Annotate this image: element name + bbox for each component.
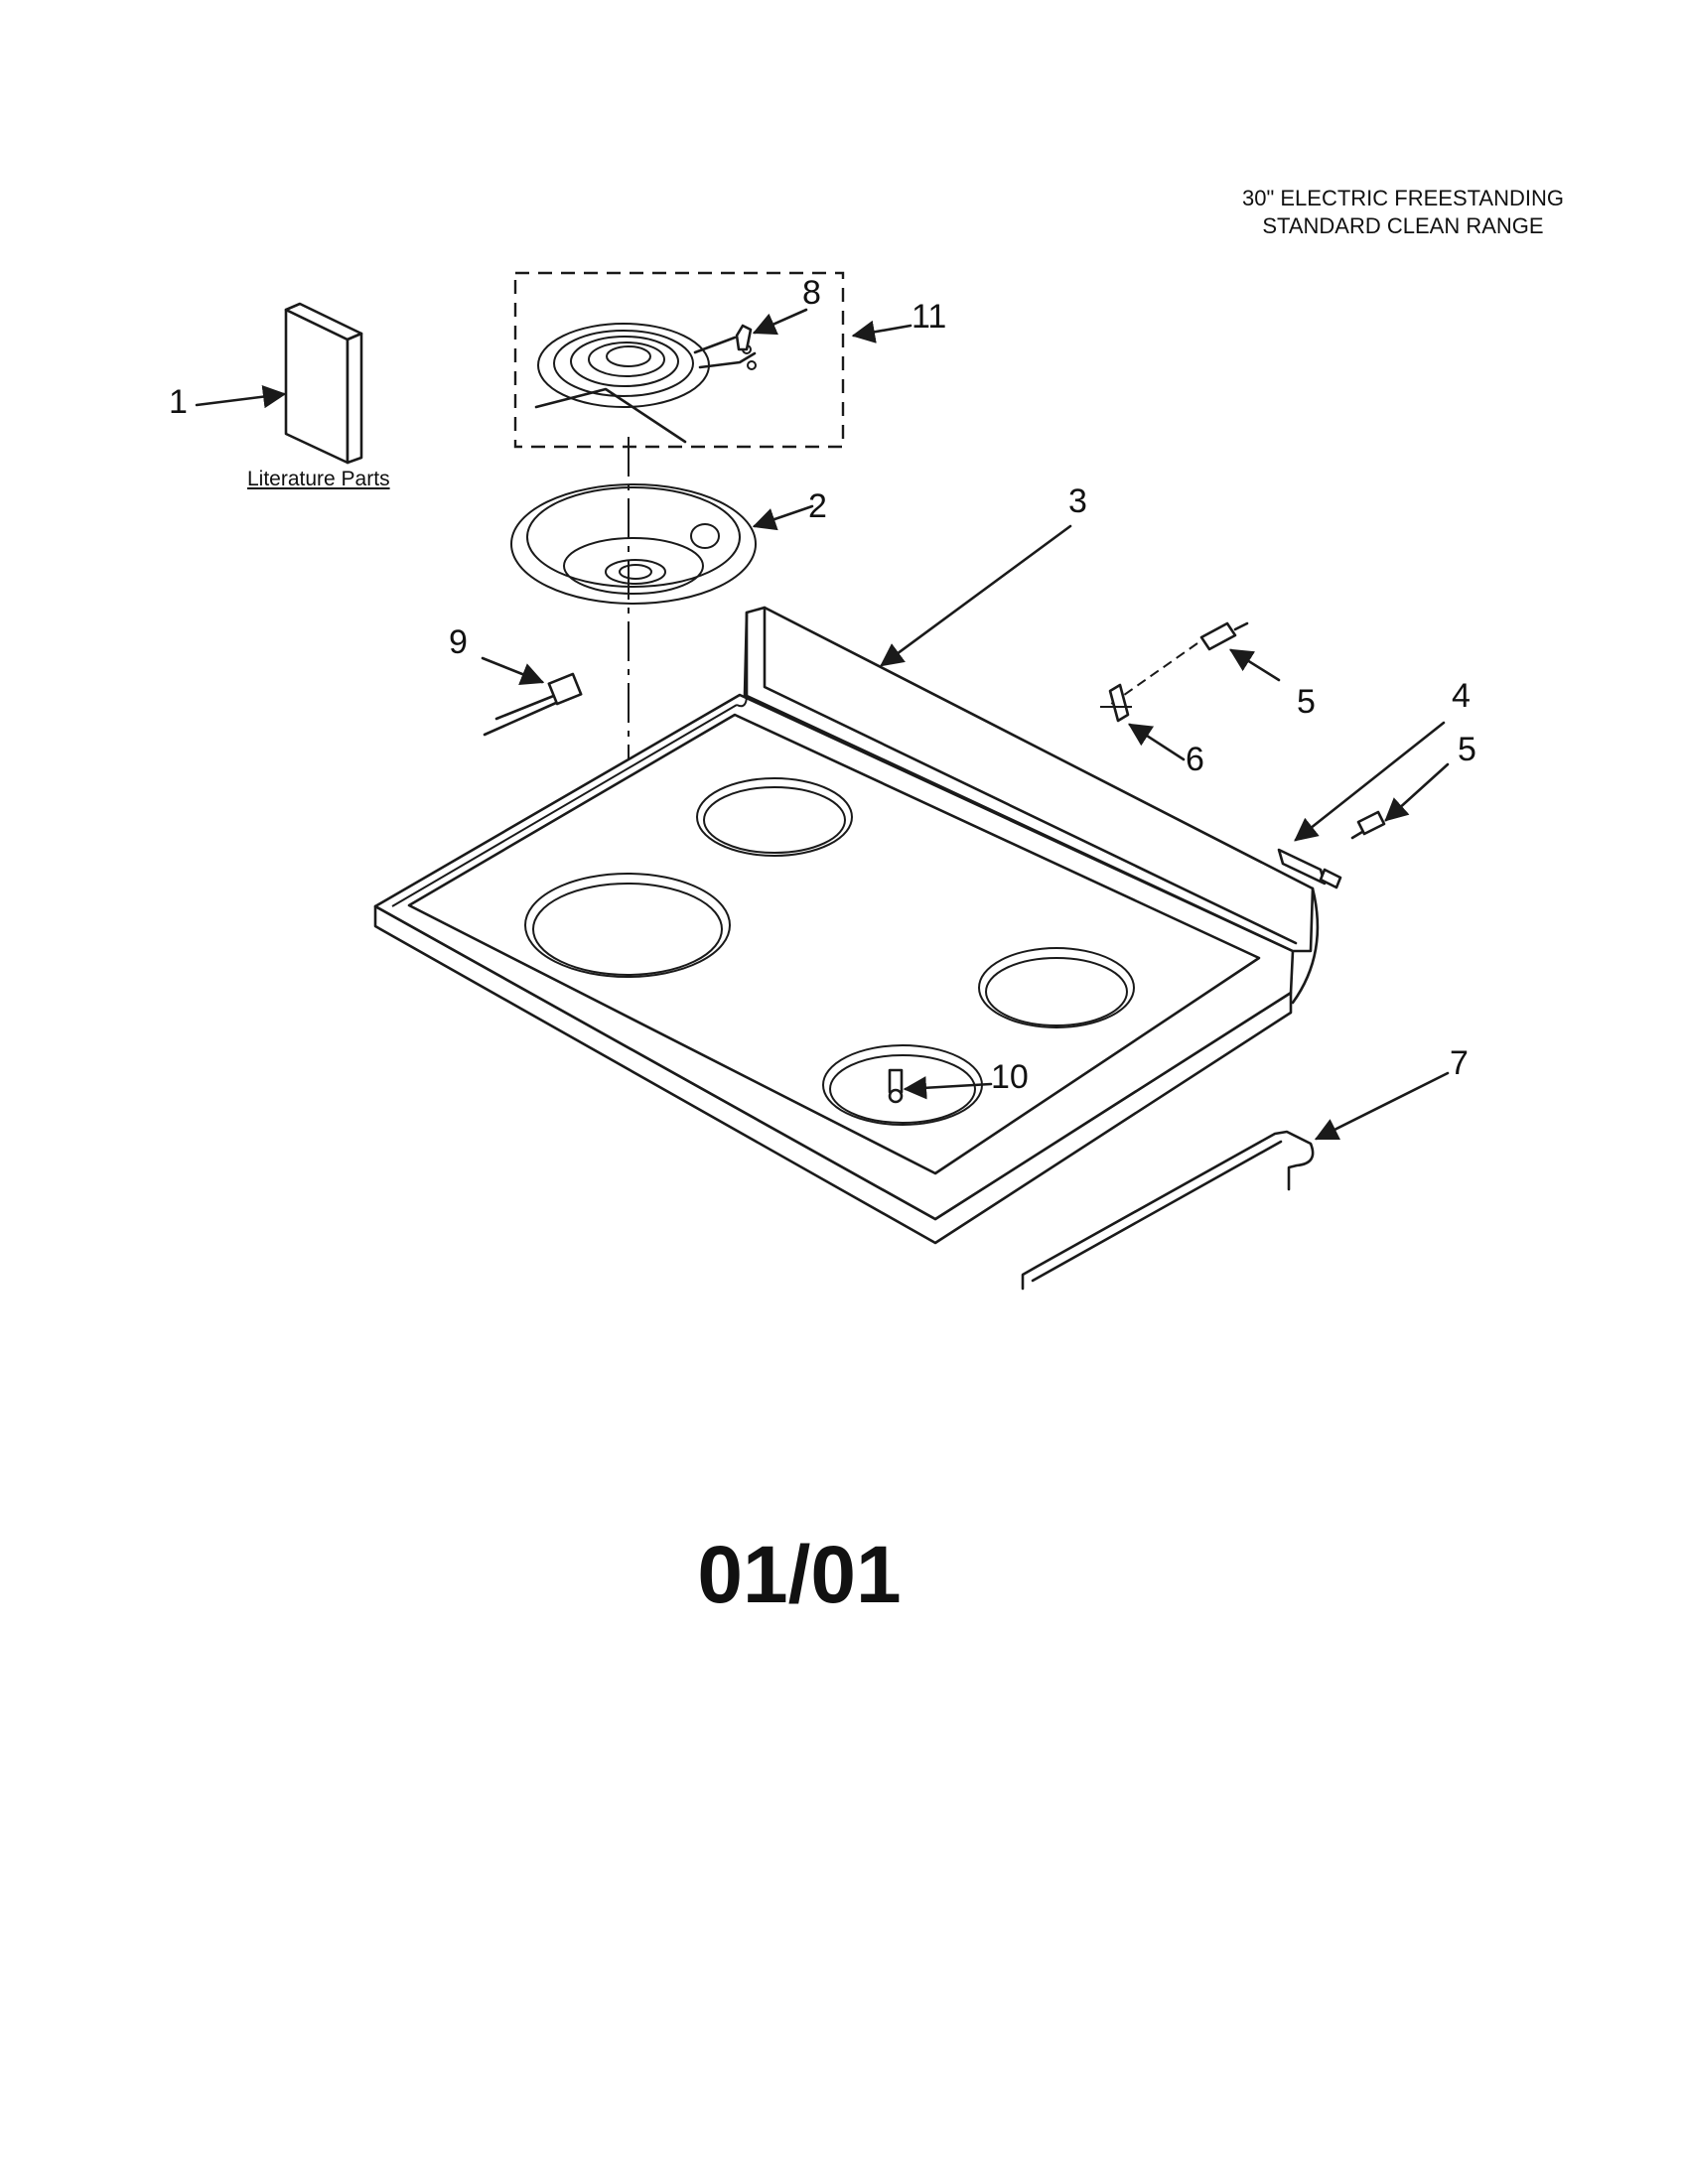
callout-4: 4 [1452,677,1471,715]
diagram-header: 30" ELECTRIC FREESTANDING STANDARD CLEAN… [1242,185,1564,240]
terminal-wire-part [483,672,583,737]
literature-parts-label: Literature Parts [247,468,390,490]
page-number: 01/01 [697,1530,902,1620]
callout-7: 7 [1450,1044,1469,1082]
callout-9: 9 [449,623,468,661]
leader-9 [481,656,545,686]
leader-8 [752,308,808,336]
leader-4 [1294,721,1446,842]
callout-10: 10 [991,1058,1029,1096]
leader-7 [1314,1071,1450,1141]
leader-10 [903,1076,993,1100]
callout-8: 8 [802,274,821,312]
cooktop-main-top-part [373,606,1320,1245]
callout-11: 11 [912,298,947,336]
bracket-and-screw-part [1277,810,1386,889]
surface-unit-assembly-box [513,271,845,449]
header-line-1: 30" ELECTRIC FREESTANDING [1241,186,1564,210]
leader-1 [195,385,287,409]
coil-element-part [534,323,757,444]
literature-booklet-part [284,302,363,465]
callout-2: 2 [808,487,827,525]
header-line-2: STANDARD CLEAN RANGE [1262,213,1544,238]
drip-bowl-part [510,483,757,605]
callout-6: 6 [1186,741,1204,778]
leader-5-upper [1229,648,1281,682]
terminal-block-part [735,324,753,351]
callout-3: 3 [1068,482,1087,520]
clip-and-screw-part [1100,621,1249,723]
leader-6 [1128,723,1186,761]
leader-2 [752,504,814,531]
callout-5-upper: 5 [1297,683,1316,721]
callout-5-lower: 5 [1458,731,1476,768]
burner-screw-part [888,1068,904,1104]
cooktop-burner-openings [524,777,1135,1126]
rod-part [1021,1130,1315,1291]
callout-1: 1 [169,383,188,421]
leader-3 [880,524,1072,667]
leader-11 [851,320,912,343]
leader-5-lower [1384,762,1450,822]
